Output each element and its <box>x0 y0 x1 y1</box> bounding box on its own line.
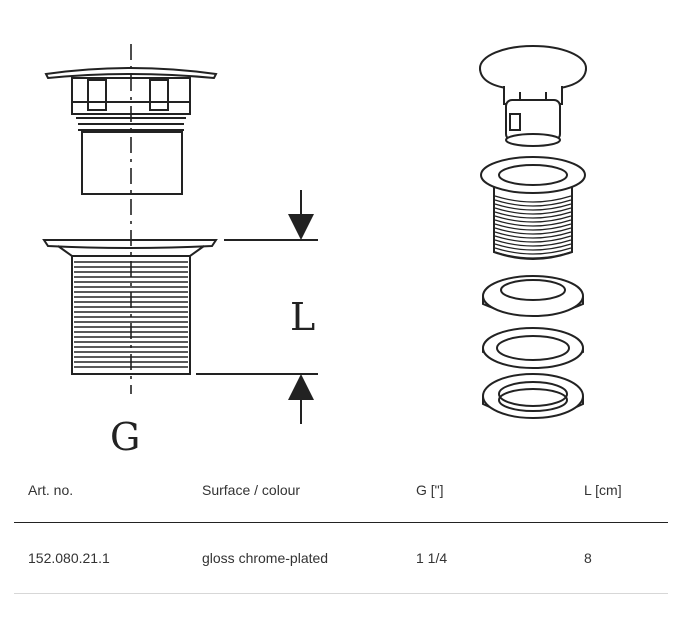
thread-ring <box>494 207 572 215</box>
thread-rings <box>494 195 572 259</box>
dimension-label-l: L <box>290 295 315 339</box>
table-header-row: Art. no. Surface / colour G ["] L [cm] <box>14 462 668 520</box>
threaded-flange-part <box>480 156 586 260</box>
thread-ring <box>494 251 572 259</box>
thread-ring <box>494 247 572 255</box>
header-divider <box>14 522 668 523</box>
header-surface-colour: Surface / colour <box>202 482 301 498</box>
thread-ring <box>494 219 572 227</box>
thread-ring <box>494 227 572 235</box>
lock-nut-part <box>482 373 584 419</box>
thread-ring <box>494 235 572 243</box>
thread-ring <box>494 243 572 251</box>
table-row: 152.080.21.1 gloss chrome-plated 1 1/4 8 <box>14 520 668 578</box>
flat-washer-part <box>482 327 584 369</box>
dimension-lines <box>196 190 318 424</box>
bevelled-washer-part <box>482 275 584 317</box>
waste-fitting-technical-drawing: L G <box>42 44 587 459</box>
header-art-no: Art. no. <box>28 482 74 498</box>
header-g: G ["] <box>416 482 444 498</box>
thread-ring <box>494 195 572 203</box>
header-l: L [cm] <box>584 482 622 498</box>
flange-body <box>42 239 218 375</box>
thread-ring <box>494 231 572 239</box>
thread-ring <box>494 223 572 231</box>
spec-table: Art. no. Surface / colour G ["] L [cm] 1… <box>14 462 668 594</box>
plug-stem-part <box>503 86 563 147</box>
section-view <box>42 44 318 424</box>
thread-ring <box>494 203 572 211</box>
thread-ring <box>494 211 572 219</box>
exploded-view <box>479 45 587 419</box>
thread-ring <box>494 199 572 207</box>
plug-cap-part <box>479 45 587 92</box>
cell-l: 8 <box>584 550 592 566</box>
cell-art-no: 152.080.21.1 <box>28 550 110 566</box>
dimension-label-g: G <box>110 415 140 459</box>
row-divider <box>14 593 668 594</box>
thread-ring <box>494 215 572 223</box>
thread-ring <box>494 239 572 247</box>
cell-g: 1 1/4 <box>416 550 448 566</box>
cell-surface-colour: gloss chrome-plated <box>202 550 329 566</box>
